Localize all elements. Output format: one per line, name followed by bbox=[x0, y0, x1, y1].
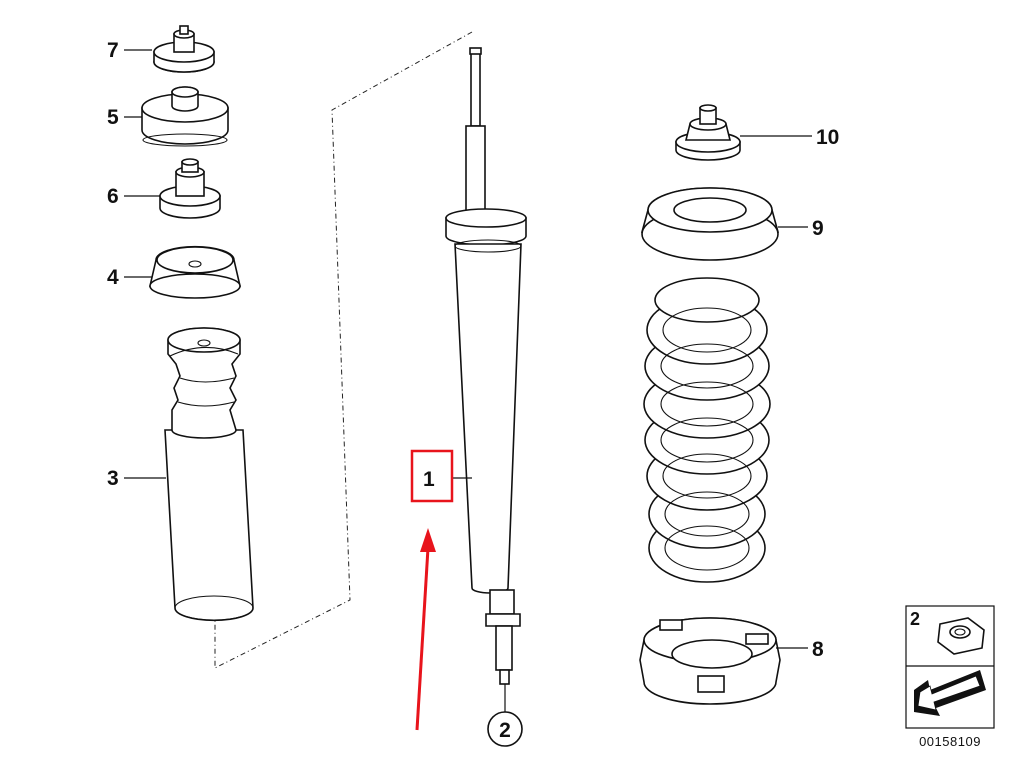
callout-1: 1 bbox=[423, 468, 435, 491]
part-7-top-bushing bbox=[153, 25, 215, 73]
callout-4: 4 bbox=[107, 266, 119, 289]
reference-number: 00158109 bbox=[919, 734, 981, 749]
part-5-rubber-mount bbox=[141, 86, 229, 147]
legend-label-2: 2 bbox=[910, 609, 920, 629]
highlight-box bbox=[410, 449, 454, 503]
part-4-cover-cap bbox=[148, 245, 242, 299]
part-10-upper-stop bbox=[675, 104, 741, 161]
part-1-shock-absorber bbox=[445, 47, 527, 685]
part-9-spring-pad bbox=[640, 187, 780, 261]
callout-5: 5 bbox=[107, 106, 119, 129]
callout-9: 9 bbox=[812, 217, 824, 240]
coil-spring bbox=[643, 277, 771, 583]
callout-6: 6 bbox=[107, 185, 119, 208]
callout-2: 2 bbox=[499, 719, 511, 742]
hex-nut-icon bbox=[937, 617, 985, 655]
callout-8: 8 bbox=[812, 638, 824, 661]
callout-7: 7 bbox=[107, 39, 119, 62]
arrow-icon bbox=[914, 670, 986, 716]
part-8-lower-spring-seat bbox=[639, 617, 781, 705]
callout-3: 3 bbox=[107, 467, 119, 490]
part-3-dust-boot bbox=[164, 327, 254, 622]
assembly-boundary bbox=[214, 31, 473, 669]
callout-2-circle bbox=[487, 711, 523, 747]
part-6-stop-cap bbox=[159, 158, 221, 219]
callout-10: 10 bbox=[816, 126, 839, 149]
hardware-legend-box: 2 bbox=[905, 605, 995, 729]
highlight-arrow bbox=[415, 528, 436, 731]
